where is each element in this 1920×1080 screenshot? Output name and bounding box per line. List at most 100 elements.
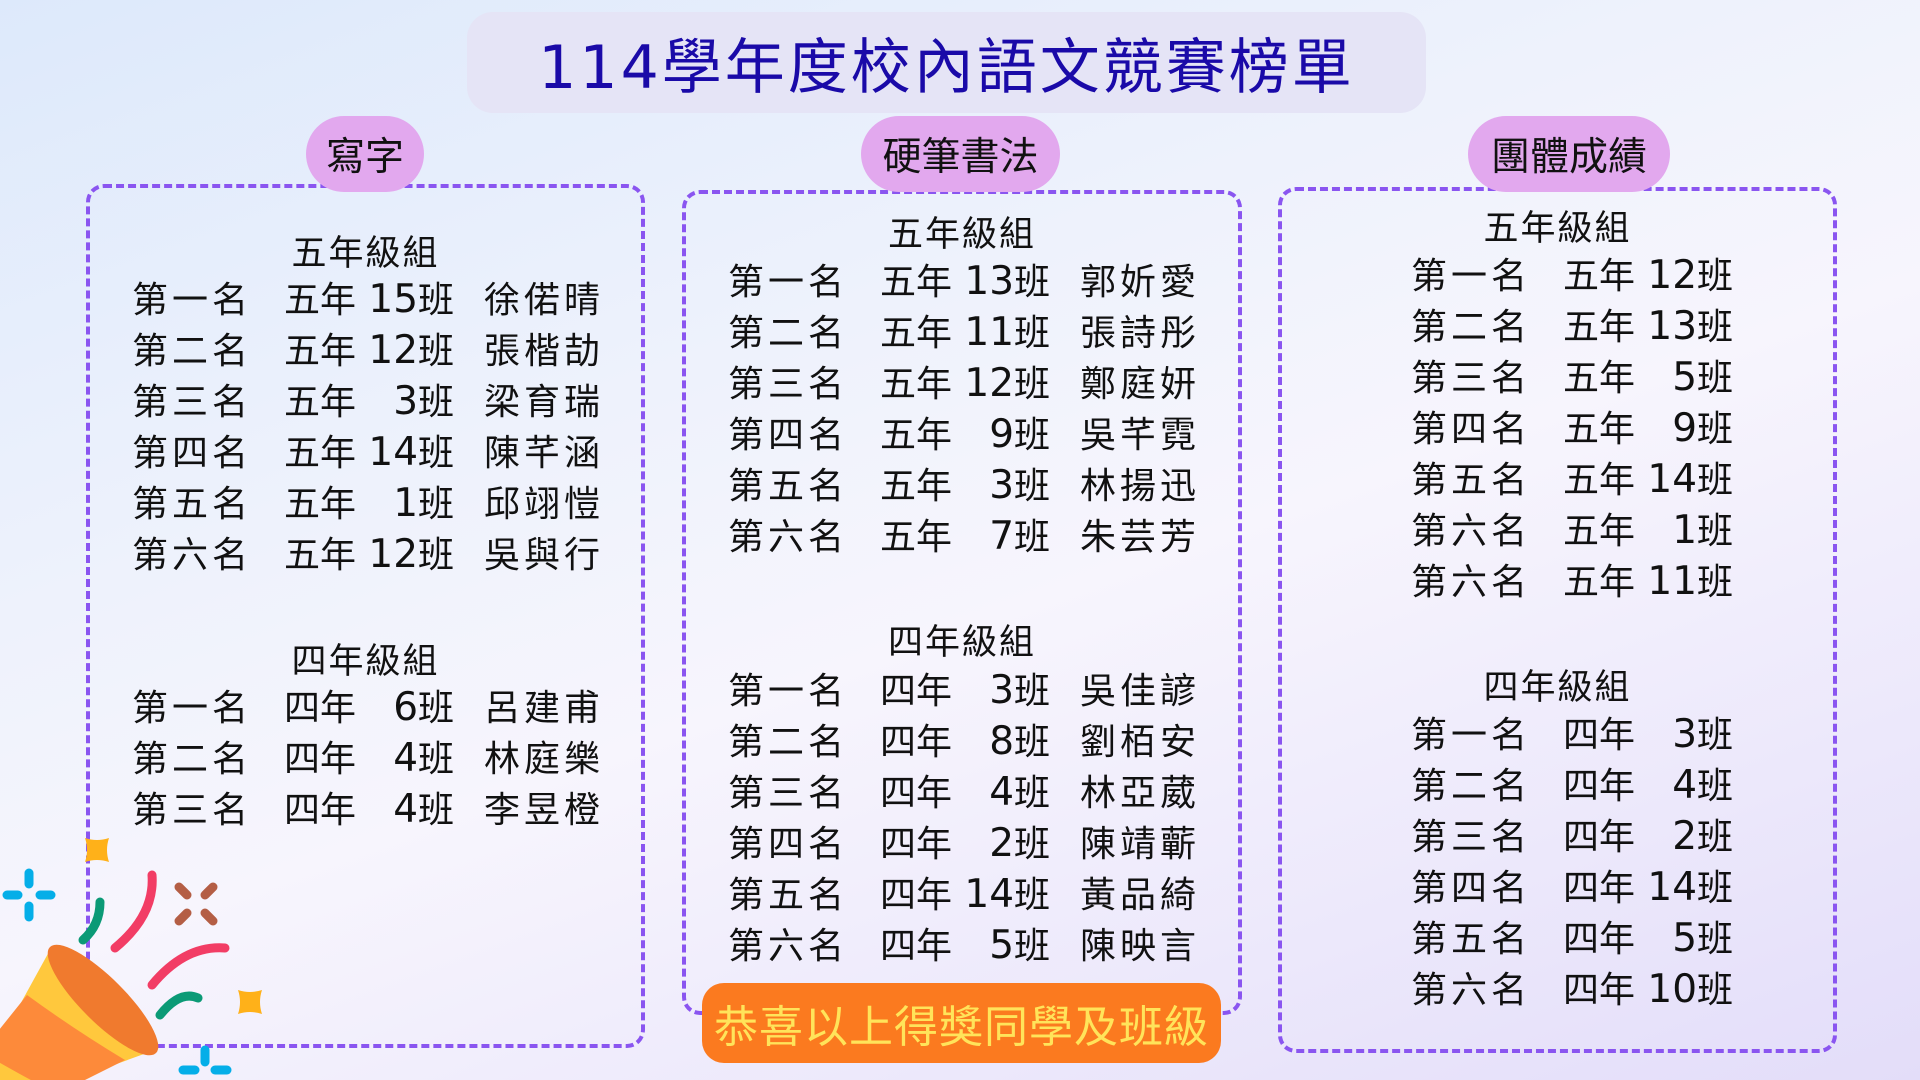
class-unit: 班 [1697, 460, 1734, 501]
class-unit: 班 [418, 433, 455, 474]
rank-label: 第五名 [728, 466, 849, 507]
class-number: 10 [1647, 967, 1698, 1012]
grade: 五年 [1563, 307, 1636, 348]
class-number: 11 [1647, 559, 1698, 604]
group-title: 五年級組 [291, 234, 440, 274]
banner-text: 恭喜以上得獎同學及班級 [714, 1002, 1209, 1053]
grade: 四年 [880, 722, 953, 763]
grade: 四年 [284, 688, 357, 729]
class-unit: 班 [418, 382, 455, 423]
class-unit: 班 [1014, 364, 1051, 405]
grade: 四年 [1563, 766, 1636, 807]
rank-label: 第一名 [1411, 256, 1532, 297]
rank-label: 第六名 [1411, 562, 1532, 603]
group-title: 五年級組 [887, 215, 1036, 255]
class-number: 13 [964, 259, 1015, 304]
rank-label: 第五名 [1411, 919, 1532, 960]
student-name: 呂建甫 [484, 688, 605, 729]
class-unit: 班 [418, 331, 455, 372]
class-unit: 班 [1697, 715, 1734, 756]
student-name: 郭妡愛 [1080, 262, 1201, 303]
class-number: 15 [368, 277, 419, 322]
section-label-hard-pen-calligraphy: 硬筆書法 [861, 116, 1060, 192]
class-unit: 班 [1014, 926, 1051, 967]
grade: 四年 [880, 773, 953, 814]
group-title: 四年級組 [887, 623, 1036, 663]
grade: 五年 [1563, 358, 1636, 399]
rank-label: 第二名 [728, 722, 849, 763]
class-unit: 班 [1697, 562, 1734, 603]
grade: 五年 [880, 313, 953, 354]
page-title-pill: 114學年度校內語文競賽榜單 [467, 12, 1426, 113]
rank-label: 第四名 [728, 415, 849, 456]
student-name: 邱翊愷 [484, 484, 605, 525]
student-name: 李昱橙 [484, 790, 605, 831]
class-number: 8 [989, 719, 1015, 764]
class-number: 12 [964, 361, 1015, 406]
class-number: 2 [1672, 814, 1698, 859]
grade: 五年 [284, 484, 357, 525]
student-name: 吳佳諺 [1080, 671, 1201, 712]
class-unit: 班 [1014, 262, 1051, 303]
grade: 四年 [880, 671, 953, 712]
grade: 五年 [1563, 562, 1636, 603]
class-unit: 班 [1014, 824, 1051, 865]
class-number: 14 [964, 872, 1015, 917]
grade: 四年 [1563, 715, 1636, 756]
class-unit: 班 [1697, 307, 1734, 348]
student-name: 陳映言 [1080, 926, 1201, 967]
grade: 四年 [284, 739, 357, 780]
class-unit: 班 [418, 280, 455, 321]
class-unit: 班 [1014, 773, 1051, 814]
student-name: 林庭樂 [484, 739, 605, 780]
rank-label: 第六名 [728, 517, 849, 558]
grade: 五年 [1563, 460, 1636, 501]
class-number: 5 [989, 923, 1015, 968]
class-unit: 班 [1697, 970, 1734, 1011]
rank-label: 第六名 [728, 926, 849, 967]
rank-label: 第四名 [132, 433, 253, 474]
student-name: 張楷劼 [484, 331, 605, 372]
class-number: 1 [393, 481, 419, 526]
class-label: 四年 4班 [880, 767, 1080, 819]
class-number: 13 [1647, 304, 1698, 349]
grade: 四年 [880, 824, 953, 865]
rank-label: 第五名 [728, 875, 849, 916]
student-name: 徐偌晴 [484, 280, 605, 321]
class-number: 1 [1672, 508, 1698, 553]
class-unit: 班 [1014, 517, 1051, 558]
grade: 五年 [284, 280, 357, 321]
rank-label: 第三名 [132, 382, 253, 423]
congratulations-banner: 恭喜以上得獎同學及班級 [702, 983, 1221, 1063]
grade: 四年 [1563, 868, 1636, 909]
class-unit: 班 [1697, 409, 1734, 450]
class-unit: 班 [418, 790, 455, 831]
class-unit: 班 [1697, 766, 1734, 807]
grade: 五年 [880, 415, 953, 456]
class-number: 4 [989, 770, 1015, 815]
rank-label: 第二名 [1411, 307, 1532, 348]
class-number: 3 [989, 463, 1015, 508]
